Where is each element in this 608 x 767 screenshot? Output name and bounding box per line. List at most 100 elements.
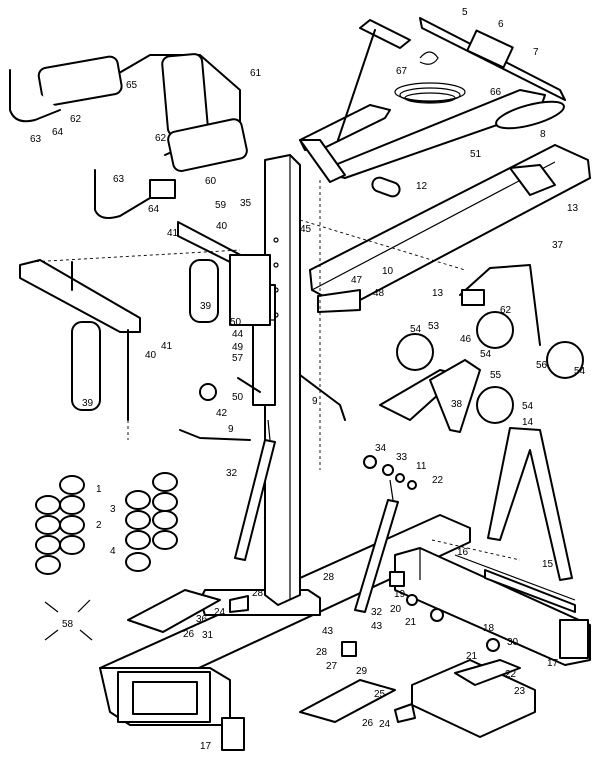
part-label-32b: 32 [371, 607, 383, 618]
part-label-55: 55 [490, 370, 502, 381]
hardware [29, 180, 521, 723]
part-label-61: 61 [250, 68, 262, 79]
part-label-28a: 28 [252, 588, 264, 599]
part-label-48: 48 [373, 288, 385, 299]
part-label-2: 2 [96, 520, 102, 531]
leg-developer [9, 53, 248, 219]
part-labels: 1 2 3 4 5 6 7 8 9 9 10 11 12 13 13 14 15… [30, 7, 586, 752]
part-label-23: 23 [514, 686, 526, 697]
part-label-31: 31 [202, 630, 214, 641]
part-label-40b: 40 [145, 350, 157, 361]
part-label-7: 7 [533, 47, 539, 58]
part-label-25: 25 [374, 689, 386, 700]
part-label-43a: 43 [322, 626, 334, 637]
part-label-26b: 26 [362, 718, 374, 729]
part-label-4: 4 [110, 546, 116, 557]
part-label-22a: 22 [432, 475, 444, 486]
part-label-10: 10 [382, 266, 394, 277]
part-label-28c: 28 [316, 647, 328, 658]
part-label-53: 53 [428, 321, 440, 332]
part-label-62a: 62 [70, 114, 82, 125]
part-label-50a: 50 [230, 317, 242, 328]
part-label-16: 16 [457, 547, 469, 558]
base-frame [99, 514, 591, 751]
part-label-12: 12 [416, 181, 428, 192]
part-label-29: 29 [356, 666, 368, 677]
part-label-11: 11 [416, 461, 427, 472]
part-label-21b: 21 [466, 651, 478, 662]
part-label-54b: 54 [480, 349, 492, 360]
part-label-35: 35 [240, 198, 252, 209]
part-label-41b: 41 [161, 341, 173, 352]
part-label-64b: 64 [148, 204, 160, 215]
part-label-40a: 40 [216, 221, 228, 232]
main-upright [252, 154, 301, 606]
part-label-17a: 17 [200, 741, 212, 752]
part-label-45: 45 [300, 224, 312, 235]
part-label-62c: 62 [500, 305, 512, 316]
part-label-18: 18 [483, 623, 495, 634]
part-label-50b: 50 [232, 392, 244, 403]
part-label-49: 49 [232, 342, 244, 353]
right-leg-developer [379, 264, 584, 433]
part-label-21a: 21 [405, 617, 417, 628]
part-label-17b: 17 [547, 658, 559, 669]
part-label-34: 34 [375, 443, 387, 454]
part-label-33: 33 [396, 452, 408, 463]
part-label-14: 14 [522, 417, 534, 428]
part-label-9b: 9 [228, 424, 234, 435]
part-label-27: 27 [326, 661, 338, 672]
part-label-8: 8 [540, 129, 546, 140]
part-label-1: 1 [96, 484, 102, 495]
upper-frame [299, 17, 566, 198]
part-label-67: 67 [396, 66, 408, 77]
part-label-43b: 43 [371, 621, 383, 632]
part-label-28b: 28 [323, 572, 335, 583]
part-label-57: 57 [232, 353, 244, 364]
part-label-13b: 13 [432, 288, 444, 299]
part-label-26a: 26 [183, 629, 195, 640]
part-label-51: 51 [470, 149, 482, 160]
part-label-37: 37 [552, 240, 564, 251]
left-arm-assembly [19, 221, 271, 421]
part-label-24a: 24 [214, 607, 226, 618]
cylinders [234, 419, 399, 613]
part-label-44: 44 [232, 329, 244, 340]
part-label-15: 15 [542, 559, 554, 570]
part-label-20: 20 [390, 604, 402, 615]
part-label-62b: 62 [155, 133, 167, 144]
part-label-64a: 64 [52, 127, 64, 138]
part-label-19: 19 [394, 589, 406, 600]
part-label-5: 5 [462, 7, 468, 18]
part-label-13a: 13 [567, 203, 579, 214]
part-label-54d: 54 [522, 401, 534, 412]
part-label-22b: 22 [505, 669, 517, 680]
part-label-32a: 32 [226, 468, 238, 479]
part-label-63a: 63 [30, 134, 42, 145]
weight-packs [35, 472, 178, 575]
part-label-54c: 54 [574, 366, 586, 377]
part-label-58: 58 [62, 619, 74, 630]
part-label-60: 60 [205, 176, 217, 187]
part-label-63b: 63 [113, 174, 125, 185]
part-label-3: 3 [110, 504, 116, 515]
part-label-47: 47 [351, 275, 363, 286]
part-label-41a: 41 [167, 228, 179, 239]
part-label-9a: 9 [312, 396, 318, 407]
bench-pad [308, 143, 592, 313]
part-label-39a: 39 [200, 301, 212, 312]
part-label-24b: 24 [379, 719, 391, 730]
part-label-54a: 54 [410, 324, 422, 335]
part-label-6: 6 [498, 19, 504, 30]
part-label-65: 65 [126, 80, 138, 91]
part-label-46: 46 [460, 334, 472, 345]
part-label-66: 66 [490, 87, 502, 98]
rear-leg [487, 427, 573, 581]
part-label-59: 59 [215, 200, 227, 211]
part-label-56: 56 [536, 360, 548, 371]
part-label-42: 42 [216, 408, 228, 419]
part-label-39b: 39 [82, 398, 94, 409]
part-label-36: 36 [196, 614, 208, 625]
part-label-38: 38 [451, 399, 463, 410]
